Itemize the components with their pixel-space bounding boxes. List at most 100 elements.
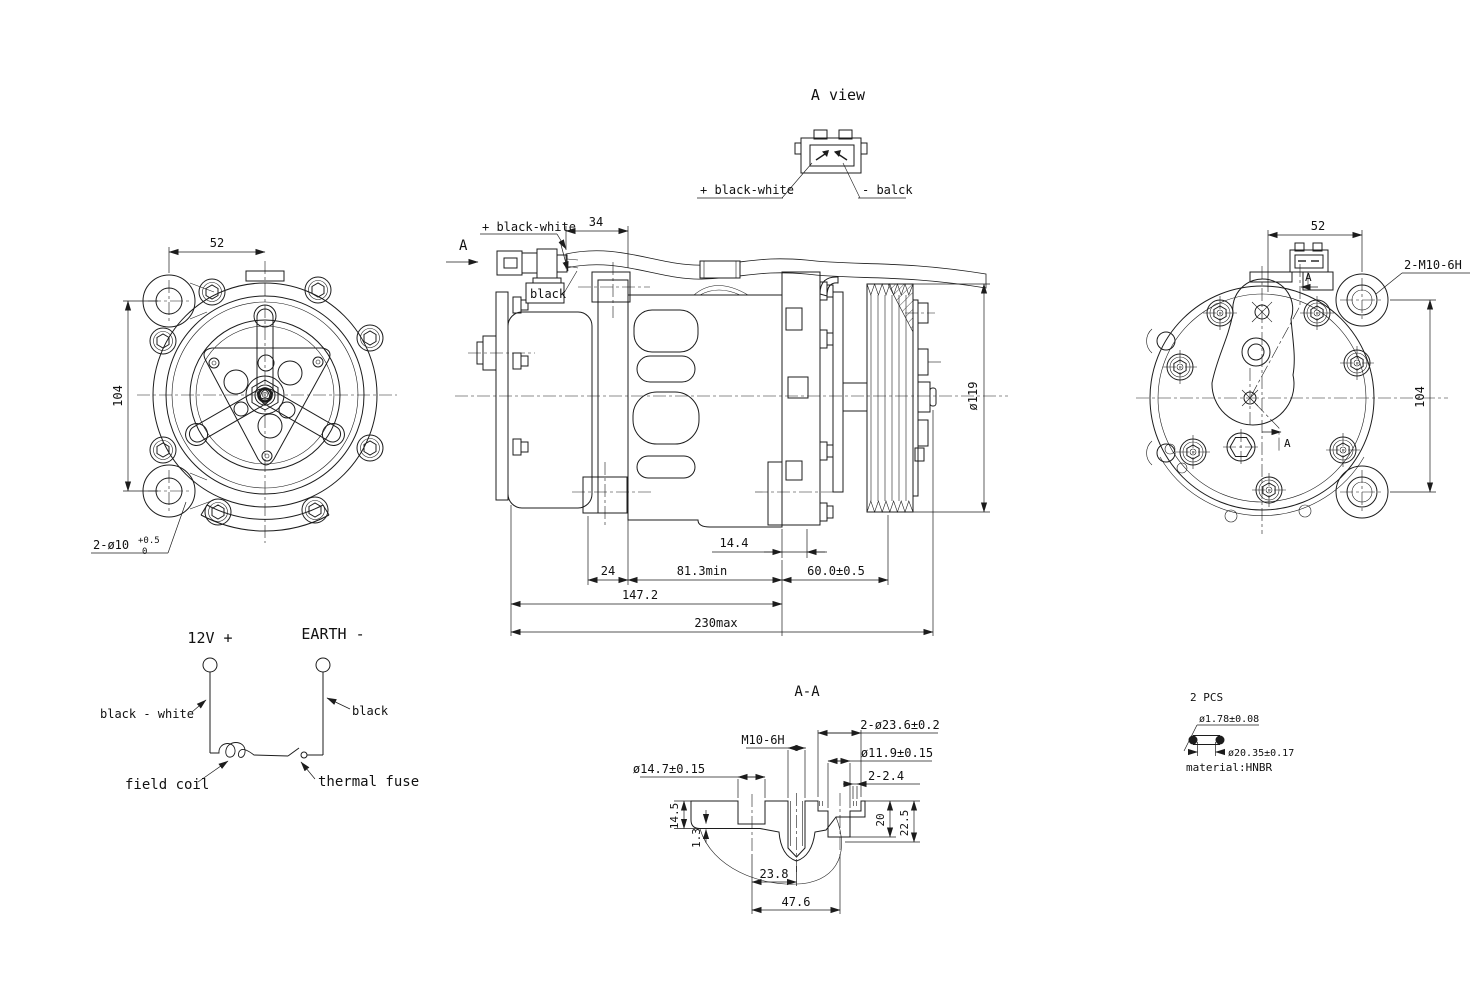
side-wire-label: + black-white bbox=[482, 220, 576, 234]
top-lug bbox=[245, 270, 285, 282]
front-plate-holes bbox=[785, 307, 809, 481]
section-dimensions: 2-ø23.6±0.2 M10-6H ø11.9±0.15 2-2.4 ø14.… bbox=[633, 718, 940, 914]
rear-top-lug bbox=[1249, 271, 1293, 283]
wiring-label-thermal-fuse: thermal fuse bbox=[318, 774, 419, 790]
o-ring-detail: 2 PCS ø1.78±0.08 ø20.35±0.17 material:HN… bbox=[1183, 691, 1294, 774]
dim-47-6: 47.6 bbox=[782, 895, 811, 909]
hub-nut bbox=[245, 375, 285, 415]
a-view-title: A view bbox=[811, 86, 866, 104]
side-view-arrow-label: A bbox=[459, 238, 468, 254]
rear-section-a-bottom: A bbox=[1284, 437, 1291, 450]
rear-section-a-top: A bbox=[1305, 271, 1312, 284]
hub-nut-side bbox=[917, 381, 931, 413]
dim-14-4: 14.4 bbox=[720, 536, 749, 550]
front-holes-label: 2-ø10 bbox=[93, 538, 129, 552]
kidney-features bbox=[1241, 301, 1273, 428]
housing-outer-circle bbox=[152, 282, 378, 508]
field-coil-symbol bbox=[210, 742, 289, 758]
front-view: 52 104 2-ø10 +0.5 0 bbox=[91, 236, 397, 557]
wire-harness bbox=[565, 250, 987, 289]
dim-230: 230max bbox=[694, 616, 737, 630]
dim-thread: M10-6H bbox=[741, 733, 784, 747]
armature-rivets bbox=[208, 356, 324, 462]
dim-1-3: 1.3 bbox=[690, 828, 703, 848]
adapter-plate bbox=[832, 291, 844, 493]
dim-23-8: 23.8 bbox=[760, 867, 789, 881]
oring-id-dim: ø20.35±0.17 bbox=[1228, 748, 1294, 759]
dim-seal-bores: 2-ø23.6±0.2 bbox=[860, 718, 939, 732]
dim-60: 60.0±0.5 bbox=[807, 564, 865, 578]
oring-qty: 2 PCS bbox=[1190, 691, 1223, 704]
cylinder-body bbox=[627, 294, 783, 528]
head-bolts-side bbox=[512, 296, 529, 456]
section-flange bbox=[690, 800, 866, 862]
shaft-boss bbox=[842, 382, 868, 412]
harness-hook bbox=[819, 276, 839, 297]
section-a-a: A-A 2-ø23.6±0.2 M10-6H ø11.9±0.15 bbox=[633, 684, 940, 914]
wiring-label-black-white: black - white bbox=[100, 707, 194, 721]
dim-14-5: 14.5 bbox=[668, 803, 681, 830]
side-view: black A + black-white 34 14.4 bbox=[446, 215, 1008, 636]
a-view-neg-label: - balck bbox=[862, 183, 913, 197]
dim-suction: ø14.7±0.15 bbox=[633, 762, 705, 776]
armature-plate bbox=[203, 347, 331, 466]
bottom-boss bbox=[200, 504, 330, 532]
front-dim-104: 104 bbox=[111, 385, 125, 407]
rear-dimensions: 52 104 2-M10-6H bbox=[1267, 219, 1470, 493]
rear-thread-label: 2-M10-6H bbox=[1404, 258, 1462, 272]
rear-view: A A 52 104 2-M10-6H bbox=[1136, 219, 1470, 534]
section-line bbox=[1249, 264, 1301, 452]
rear-dim-52: 52 bbox=[1311, 219, 1325, 233]
connector-body bbox=[800, 137, 862, 174]
connector-tab bbox=[813, 129, 828, 140]
kidney-boss bbox=[1211, 278, 1295, 426]
clutch-spider-arms bbox=[185, 304, 345, 446]
front-plate bbox=[781, 271, 821, 526]
section-title: A-A bbox=[794, 684, 820, 700]
rear-ear-bottom bbox=[1335, 465, 1389, 519]
rear-head bbox=[507, 311, 593, 509]
dim-20: 20 bbox=[874, 813, 887, 826]
bottom-flange bbox=[1159, 456, 1365, 516]
wiring-diagram: 12V + EARTH - black - white black field … bbox=[100, 625, 419, 793]
thermal-fuse-symbol bbox=[287, 747, 323, 759]
rear-left-holes bbox=[1146, 328, 1176, 466]
wiring-positive: 12V + bbox=[187, 629, 232, 647]
dim-22-5: 22.5 bbox=[898, 810, 911, 837]
rear-connector bbox=[1289, 242, 1334, 291]
dim-port: ø11.9±0.15 bbox=[861, 746, 933, 760]
oring-material: material:HNBR bbox=[1186, 761, 1272, 774]
front-holes-tol-upper: +0.5 bbox=[138, 536, 160, 546]
front-holes-tol-lower: 0 bbox=[142, 547, 147, 557]
front-dim-52: 52 bbox=[210, 236, 224, 250]
pulley bbox=[866, 283, 914, 513]
connector-tab bbox=[838, 129, 853, 140]
rear-housing-circle bbox=[1149, 285, 1375, 511]
terminal-positive bbox=[202, 657, 218, 673]
side-black-label: black bbox=[530, 287, 567, 301]
balance-holes bbox=[223, 354, 303, 439]
dim-24: 24 bbox=[601, 564, 615, 578]
wiring-negative: EARTH - bbox=[301, 625, 364, 643]
front-plate-bolts bbox=[819, 281, 834, 522]
side-dimensions: 34 14.4 24 81.3min 60.0±0.5 147.2 230max bbox=[510, 215, 990, 636]
front-dimensions: 52 104 2-ø10 +0.5 0 bbox=[91, 236, 266, 557]
dim-34: 34 bbox=[589, 215, 603, 229]
o-ring-section bbox=[1188, 735, 1225, 745]
side-connector: black bbox=[496, 248, 579, 304]
rear-ear-top bbox=[1335, 273, 1389, 327]
wiring-label-field-coil: field coil bbox=[125, 777, 209, 793]
clutch-plate bbox=[905, 299, 942, 497]
wiring-label-black: black bbox=[352, 704, 389, 718]
dim-81-3: 81.3min bbox=[677, 564, 728, 578]
dim-dia119: ø119 bbox=[966, 382, 980, 411]
rear-dim-104: 104 bbox=[1413, 386, 1427, 408]
oil-plug-hex bbox=[1223, 429, 1259, 465]
a-view-detail: A view + black-white - balck bbox=[697, 86, 913, 199]
dim-147-2: 147.2 bbox=[622, 588, 658, 602]
dim-grooves: 2-2.4 bbox=[868, 769, 904, 783]
harness-clip bbox=[699, 260, 741, 279]
terminal-negative bbox=[315, 657, 331, 673]
